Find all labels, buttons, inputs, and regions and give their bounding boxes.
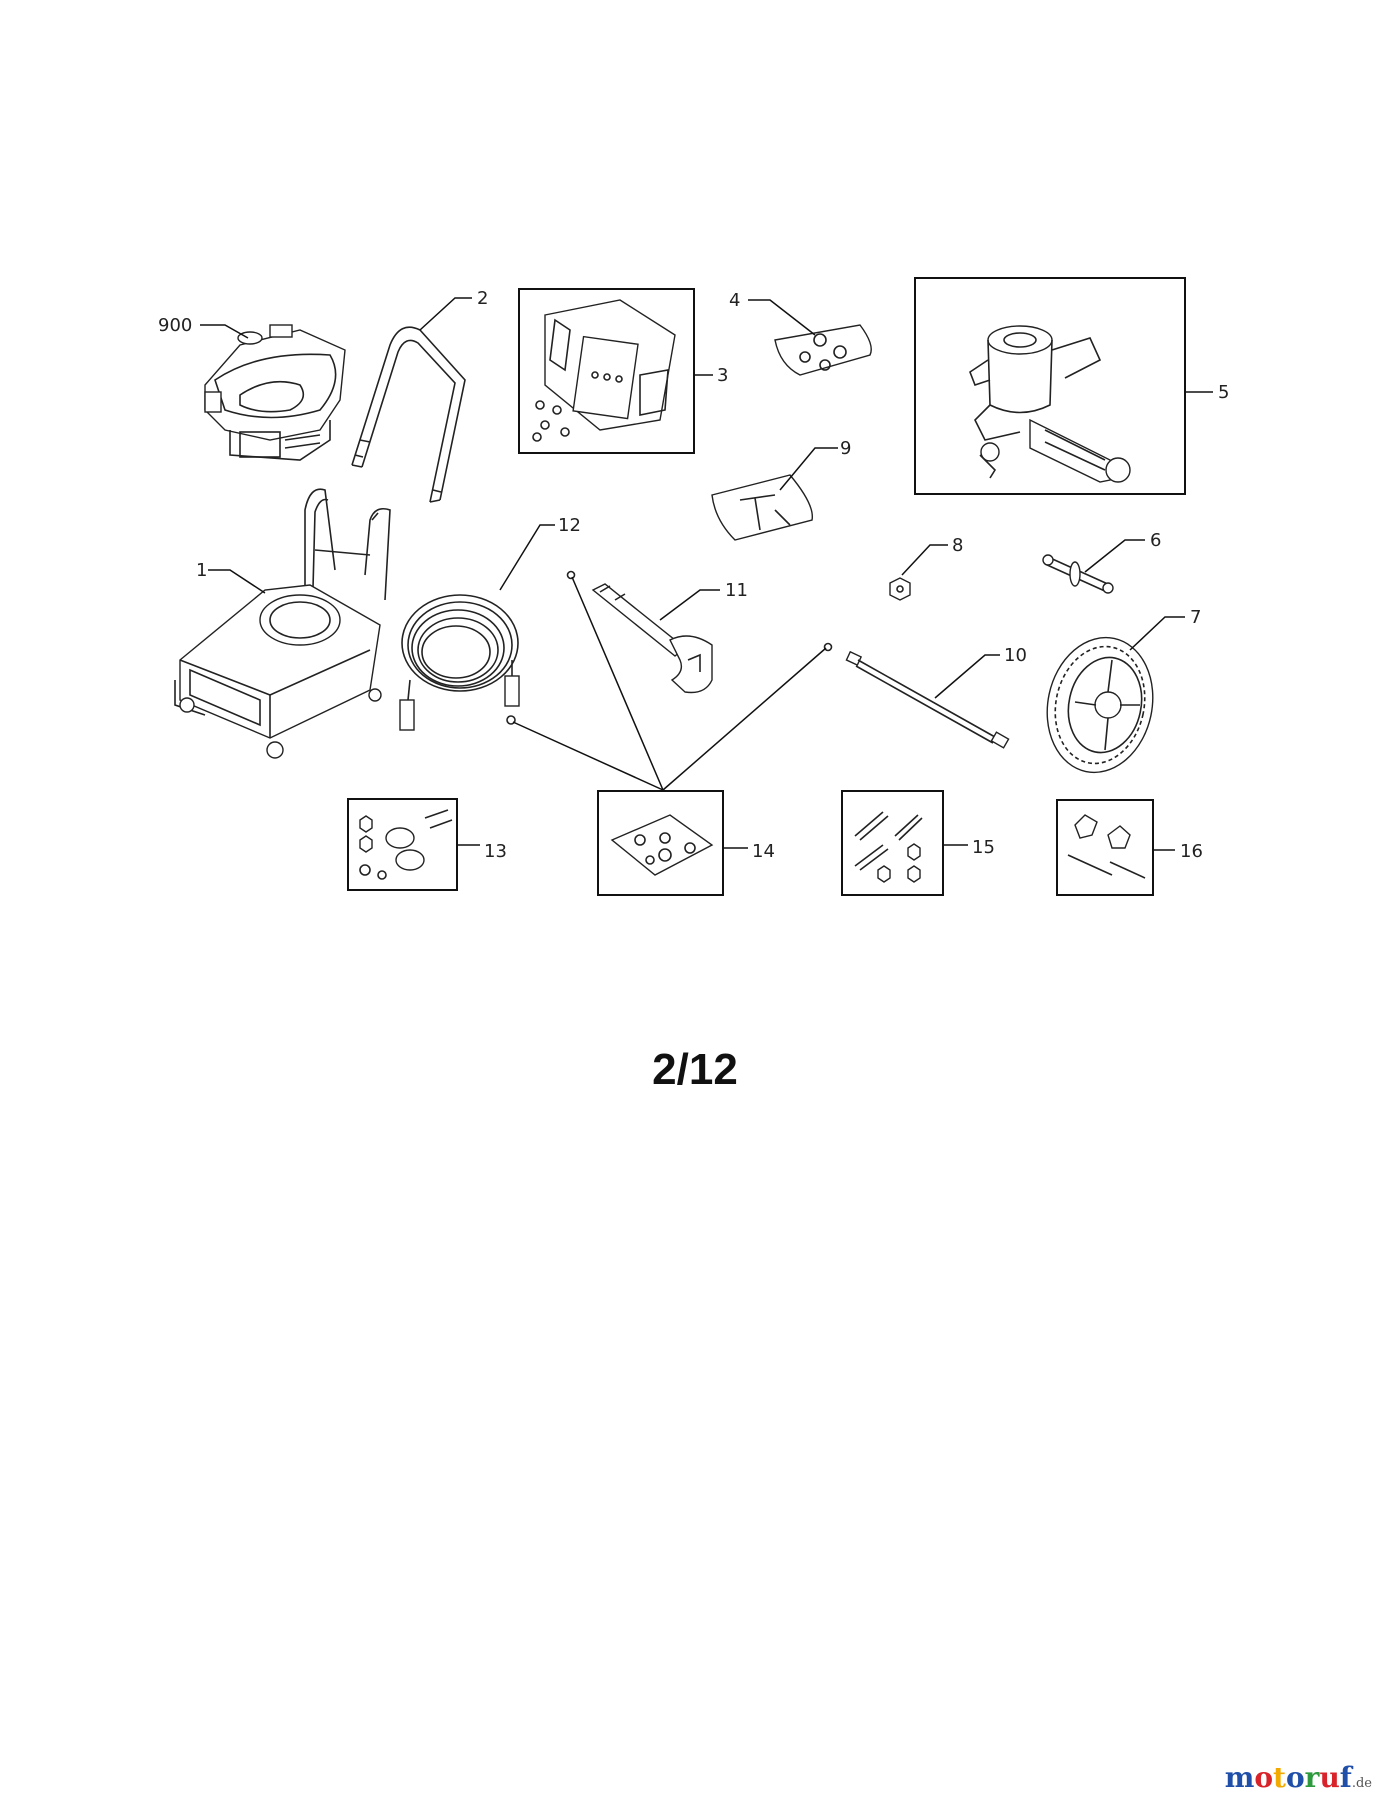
part-9-bag (711, 474, 814, 541)
callout-900: 900 (158, 315, 192, 336)
o-ring-leaders (512, 576, 827, 791)
callout-7: 7 (1190, 607, 1201, 628)
callout-8: 8 (952, 535, 963, 556)
part-3-control-panel (532, 299, 676, 442)
part-14-kit (610, 814, 714, 876)
leader-7 (1129, 616, 1185, 651)
callout-9: 9 (840, 438, 851, 459)
part-3-box (518, 288, 695, 454)
leader-6 (1084, 539, 1145, 573)
part-8-nut (889, 577, 911, 601)
part-10-wand (823, 642, 1010, 749)
page-number: 2/12 (652, 1045, 738, 1094)
part-2-handle (351, 326, 466, 503)
callout-15: 15 (972, 837, 995, 858)
callout-10: 10 (1004, 645, 1027, 666)
part-6-axle (1042, 554, 1114, 594)
callout-2: 2 (477, 288, 488, 309)
callout-14: 14 (752, 841, 775, 862)
callout-16: 16 (1180, 841, 1203, 862)
part-14-box (597, 790, 724, 896)
callout-4: 4 (729, 290, 740, 311)
callout-13: 13 (484, 841, 507, 862)
callout-1: 1 (196, 560, 207, 581)
leader-1 (208, 569, 266, 594)
leader-8 (901, 544, 948, 576)
watermark-letter: f (1339, 1761, 1352, 1794)
part-5-pump (969, 325, 1131, 483)
watermark-letter: t (1273, 1761, 1286, 1794)
part-7-wheel (1046, 636, 1154, 774)
callout-12: 12 (558, 515, 581, 536)
watermark-letter: m (1224, 1761, 1255, 1794)
part-16-box (1056, 799, 1154, 896)
watermark-word: motoruf (1225, 1761, 1352, 1794)
watermark-letter: u (1319, 1761, 1340, 1794)
watermark-tld: .de (1351, 1776, 1372, 1791)
watermark-letter: r (1304, 1761, 1320, 1794)
callout-11: 11 (725, 580, 748, 601)
watermark-logo: motoruf.de (1225, 1761, 1372, 1794)
part-13-kit (359, 809, 453, 880)
leader-4 (748, 299, 816, 336)
watermark-letter: o (1285, 1761, 1305, 1794)
leader-2 (419, 297, 472, 331)
leader-11 (659, 589, 720, 621)
callout-3: 3 (717, 365, 728, 386)
callout-6: 6 (1150, 530, 1161, 551)
leader-10 (934, 654, 1000, 699)
watermark-letter: o (1254, 1761, 1274, 1794)
part-900-engine (204, 324, 346, 461)
leader-9 (779, 447, 838, 491)
part-15-kit (854, 811, 923, 883)
callout-5: 5 (1218, 382, 1229, 403)
leader-12 (499, 524, 555, 591)
leader-900 (200, 324, 249, 339)
part-1-frame (174, 488, 391, 759)
part-12-hose (399, 594, 520, 731)
part-5-box (914, 277, 1186, 495)
part-15-box (841, 790, 944, 896)
part-4-hardware-bag (774, 324, 872, 376)
part-16-kit (1067, 814, 1146, 879)
part-11-spray-gun (566, 570, 713, 694)
